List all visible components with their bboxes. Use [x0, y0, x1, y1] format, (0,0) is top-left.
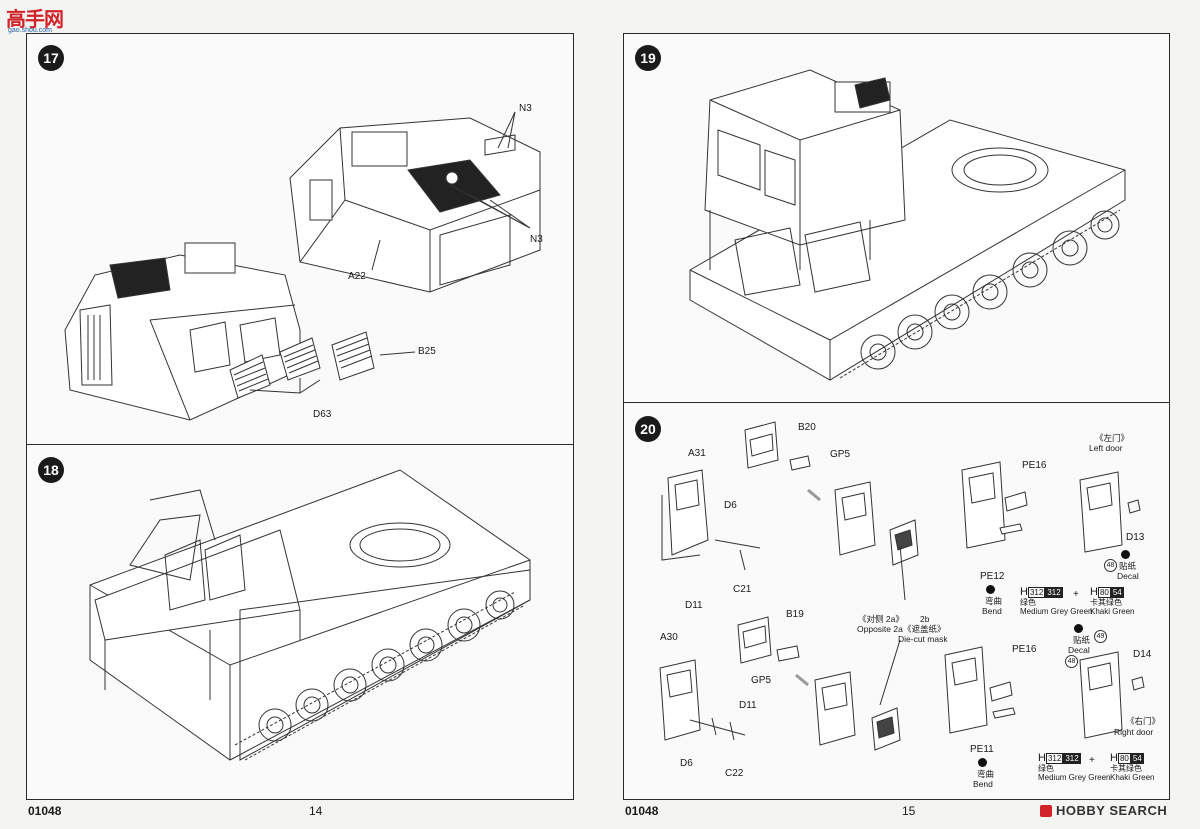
bend-icon-top [986, 585, 995, 594]
label-b20: B20 [798, 422, 816, 433]
paint-code: 80 [1097, 587, 1111, 598]
paint-prefix: H [1020, 586, 1028, 598]
label-b25: B25 [418, 346, 436, 357]
vent-panels-drawing [229, 331, 416, 399]
brand-name: 高手网 [6, 7, 64, 31]
paint-code-dark: 312 [1045, 587, 1063, 598]
label-n3-bottom: N3 [530, 234, 543, 245]
paint-name-en: Khaki Green [1110, 773, 1155, 782]
watermark-text: HOBBY SEARCH [1056, 803, 1168, 818]
label-left-door: Left door [1089, 443, 1123, 453]
label-right-door: Right door [1114, 727, 1154, 737]
label-right-door-cn: 《右门》 [1126, 716, 1161, 726]
step-17-badge: 17 [38, 45, 64, 71]
label-die-cut: Die-cut mask [898, 634, 948, 644]
paint-plus-top: + [1073, 589, 1079, 600]
bend-icon-bottom [978, 758, 987, 767]
paint-code-dark: 312 [1063, 753, 1081, 764]
label-b19: B19 [786, 609, 804, 620]
paint-name-en: Medium Grey Green [1038, 773, 1111, 782]
step-18-badge: 18 [38, 457, 64, 483]
paint-name-cn: 卡其绿色 [1090, 598, 1122, 607]
label-bend-cn-bottom: 弯曲 [977, 769, 995, 779]
paint-prefix: H [1090, 586, 1098, 598]
label-pe16-top: PE16 [1022, 460, 1047, 471]
label-c21: C21 [733, 584, 752, 595]
label-a31: A31 [688, 448, 706, 459]
brand-logo: 高手网 gao.shou.com [6, 3, 70, 39]
label-left-door-cn: 《左门》 [1095, 433, 1130, 443]
label-pe11: PE11 [970, 744, 994, 755]
label-a22: A22 [348, 271, 366, 282]
paint-name-cn: 绿色 [1038, 764, 1054, 773]
label-pe12: PE12 [980, 571, 1005, 582]
label-die-cut-cn: 《遮盖纸》 [903, 624, 946, 634]
paint-code: 80 [1117, 753, 1131, 764]
page-number-left: 14 [309, 804, 323, 818]
label-opposite-cn: 《对侧 2a》 [858, 614, 904, 624]
watermark: HOBBY SEARCH [1040, 803, 1167, 818]
label-bend-cn-top: 弯曲 [985, 596, 1003, 606]
label-bend-top: Bend [982, 606, 1002, 616]
label-d63: D63 [313, 409, 332, 420]
paint-code: 312 [1045, 753, 1064, 764]
decal-icon-mid [1074, 624, 1083, 633]
step-19-badge: 19 [635, 45, 661, 71]
label-d11-top: D11 [685, 600, 703, 611]
label-c22: C22 [725, 768, 744, 779]
label-d13: D13 [1126, 532, 1145, 543]
paint-name-cn: 绿色 [1020, 598, 1036, 607]
label-decal-cn-top: 贴纸 [1119, 561, 1137, 571]
decal-icon-top [1121, 550, 1130, 559]
paint-prefix: H [1110, 752, 1118, 764]
label-die-cut-num: 2b [920, 614, 930, 624]
brand-url: gao.shou.com [8, 27, 52, 34]
label-gp5-bottom: GP5 [751, 675, 772, 686]
label-pe16-bottom: PE16 [1012, 644, 1037, 655]
paint-name-en: Medium Grey Green [1020, 607, 1093, 616]
label-bend-bottom: Bend [973, 779, 993, 789]
paint-code: 312 [1027, 587, 1046, 598]
label-decal-top: Decal [1117, 571, 1139, 581]
page-number-right: 15 [902, 804, 916, 818]
label-a30: A30 [660, 632, 678, 643]
label-d6-top: D6 [724, 500, 737, 511]
label-decal-cn-mid: 贴纸 [1073, 635, 1091, 645]
paint-name-cn: 卡其绿色 [1110, 764, 1142, 773]
decal-48-marker-bottom: 48 [1065, 655, 1078, 668]
label-gp5-top: GP5 [830, 449, 851, 460]
chassis-drawing-18 [89, 469, 531, 761]
label-n3-top: N3 [519, 103, 532, 114]
product-code-right: 01048 [625, 804, 659, 818]
paint-prefix: H [1038, 752, 1046, 764]
cab-upper-drawing [289, 117, 541, 293]
paint-plus-bottom: + [1089, 755, 1095, 766]
decal-48-marker-top: 48 [1104, 559, 1117, 572]
paint-name-en: Khaki Green [1090, 607, 1135, 616]
watermark-icon [1040, 804, 1052, 817]
step-20-badge: 20 [635, 416, 661, 442]
decal-49-marker: 49 [1094, 630, 1107, 643]
label-d6-bottom: D6 [680, 758, 693, 769]
vehicle-drawing-19 [689, 69, 1126, 381]
label-d11-bottom: D11 [739, 700, 757, 711]
label-decal-mid: Decal [1068, 645, 1090, 655]
paint-code-dark: 54 [1110, 587, 1124, 598]
product-code-left: 01048 [28, 804, 62, 818]
door-drawings-20 [659, 421, 1145, 751]
cab-lower-drawing [64, 242, 301, 421]
paint-code-dark: 54 [1130, 753, 1144, 764]
label-d14: D14 [1133, 649, 1152, 660]
label-opposite: Opposite 2a [857, 624, 903, 634]
